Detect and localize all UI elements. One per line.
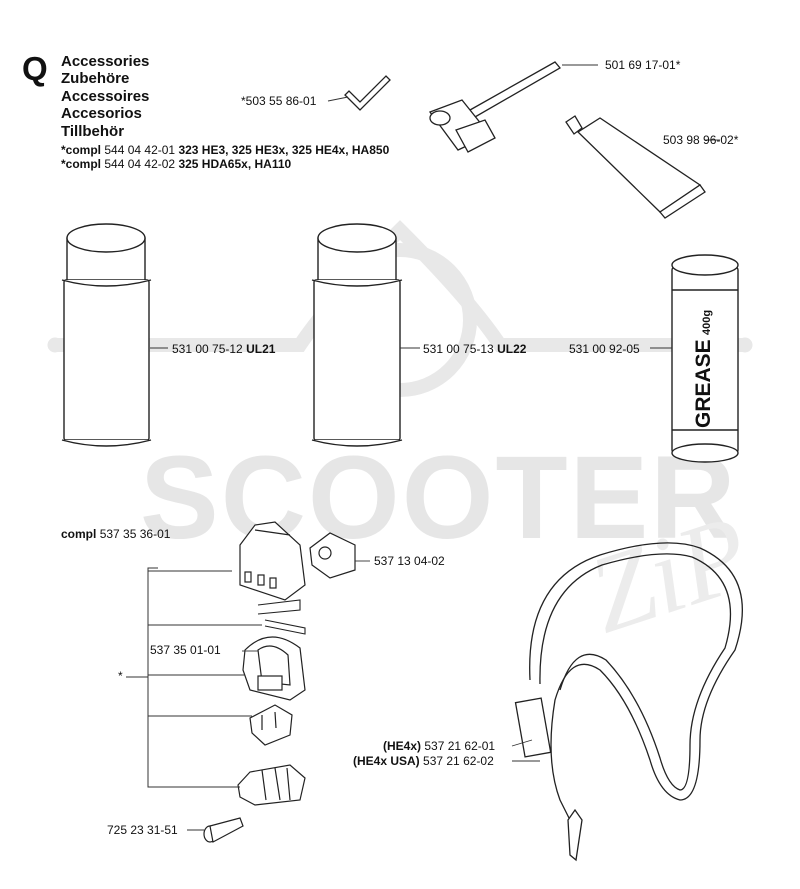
grease-label: GREASE bbox=[692, 339, 715, 428]
grease-tube-large-drawing bbox=[671, 254, 739, 463]
can-2-model: UL22 bbox=[497, 342, 527, 356]
strap-2-model: (HE4x USA) bbox=[353, 754, 420, 768]
compl-part: 544 04 42-02 bbox=[104, 157, 176, 171]
label-clamp: 537 35 01-01 bbox=[150, 643, 221, 657]
grease-tube-drawing bbox=[565, 115, 706, 219]
strap-1-model: (HE4x) bbox=[383, 739, 422, 753]
leader-lines bbox=[150, 64, 720, 831]
heading-de: Zubehöre bbox=[61, 70, 130, 87]
heading-en: Accessories bbox=[61, 53, 150, 70]
can-1-part: 531 00 75-12 bbox=[172, 342, 243, 356]
heading-sv: Tillbehör bbox=[61, 123, 125, 140]
compl-line-2: *compl 544 04 42-02 325 HDA65x, HA110 bbox=[61, 157, 291, 171]
can-1-model: UL21 bbox=[246, 342, 276, 356]
holder-bottom-drawing bbox=[237, 764, 306, 806]
label-can-2: 531 00 75-13 UL22 bbox=[423, 342, 526, 356]
compl-models: 325 HDA65x, HA110 bbox=[178, 157, 292, 171]
label-hex-key: *503 55 86-01 bbox=[241, 94, 317, 108]
strap-2-part: 537 21 62-02 bbox=[423, 754, 494, 768]
spray-can-1-drawing bbox=[61, 223, 152, 447]
label-can-1: 531 00 75-12 UL21 bbox=[172, 342, 275, 356]
clamp-drawing bbox=[242, 636, 306, 701]
holder-kit-part: 537 35 36-01 bbox=[99, 527, 171, 541]
label-holder-kit: compl 537 35 36-01 bbox=[61, 527, 170, 541]
hex-key-drawing bbox=[344, 75, 391, 111]
label-grease-large: 531 00 92-05 bbox=[569, 342, 640, 356]
compl-models: 323 HE3, 325 HE3x, 325 HE4x, HA850 bbox=[178, 143, 390, 157]
nut-drawing bbox=[309, 532, 356, 579]
compl-prefix: *compl bbox=[61, 157, 102, 171]
label-nut: 537 13 04-02 bbox=[374, 554, 445, 568]
label-strap-2: (HE4x USA) 537 21 62-02 bbox=[353, 754, 494, 768]
label-grease-tube: 503 98 96-02* bbox=[663, 133, 739, 147]
compl-part: 544 04 42-01 bbox=[104, 143, 176, 157]
watermark-script: ZiP bbox=[575, 491, 764, 656]
heading-es: Accesorios bbox=[61, 105, 142, 122]
kit-bracket bbox=[126, 567, 262, 788]
clip-drawing bbox=[249, 704, 293, 746]
label-bracket-star: * bbox=[118, 669, 123, 683]
compl-prefix: *compl bbox=[61, 143, 102, 157]
plate-drawing bbox=[257, 599, 306, 635]
socket-wrench-drawing bbox=[428, 61, 561, 153]
watermark-text: SCOOTER bbox=[140, 432, 738, 564]
can-2-part: 531 00 75-13 bbox=[423, 342, 494, 356]
spray-can-2-drawing bbox=[311, 223, 403, 447]
strap-1-part: 537 21 62-01 bbox=[424, 739, 496, 753]
screw-drawing bbox=[203, 817, 244, 843]
label-screw: 725 23 31-51 bbox=[107, 823, 178, 837]
holder-top-drawing bbox=[239, 521, 306, 601]
label-strap-1: (HE4x) 537 21 62-01 bbox=[383, 739, 495, 753]
compl-line-1: *compl 544 04 42-01 323 HE3, 325 HE3x, 3… bbox=[61, 143, 389, 157]
heading-fr: Accessoires bbox=[61, 88, 150, 105]
section-letter: Q bbox=[22, 50, 48, 87]
holder-kit-prefix: compl bbox=[61, 527, 97, 541]
grease-weight: 400g bbox=[701, 310, 713, 335]
label-socket-wrench: 501 69 17-01* bbox=[605, 58, 681, 72]
